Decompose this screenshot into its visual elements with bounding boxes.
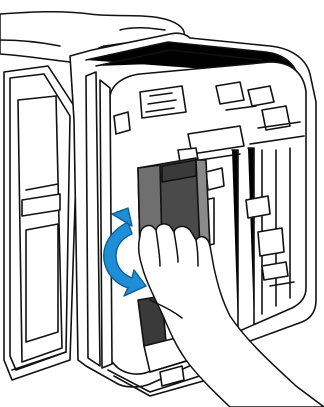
printer-body [4, 33, 316, 396]
rear-cover[interactable] [4, 66, 78, 380]
